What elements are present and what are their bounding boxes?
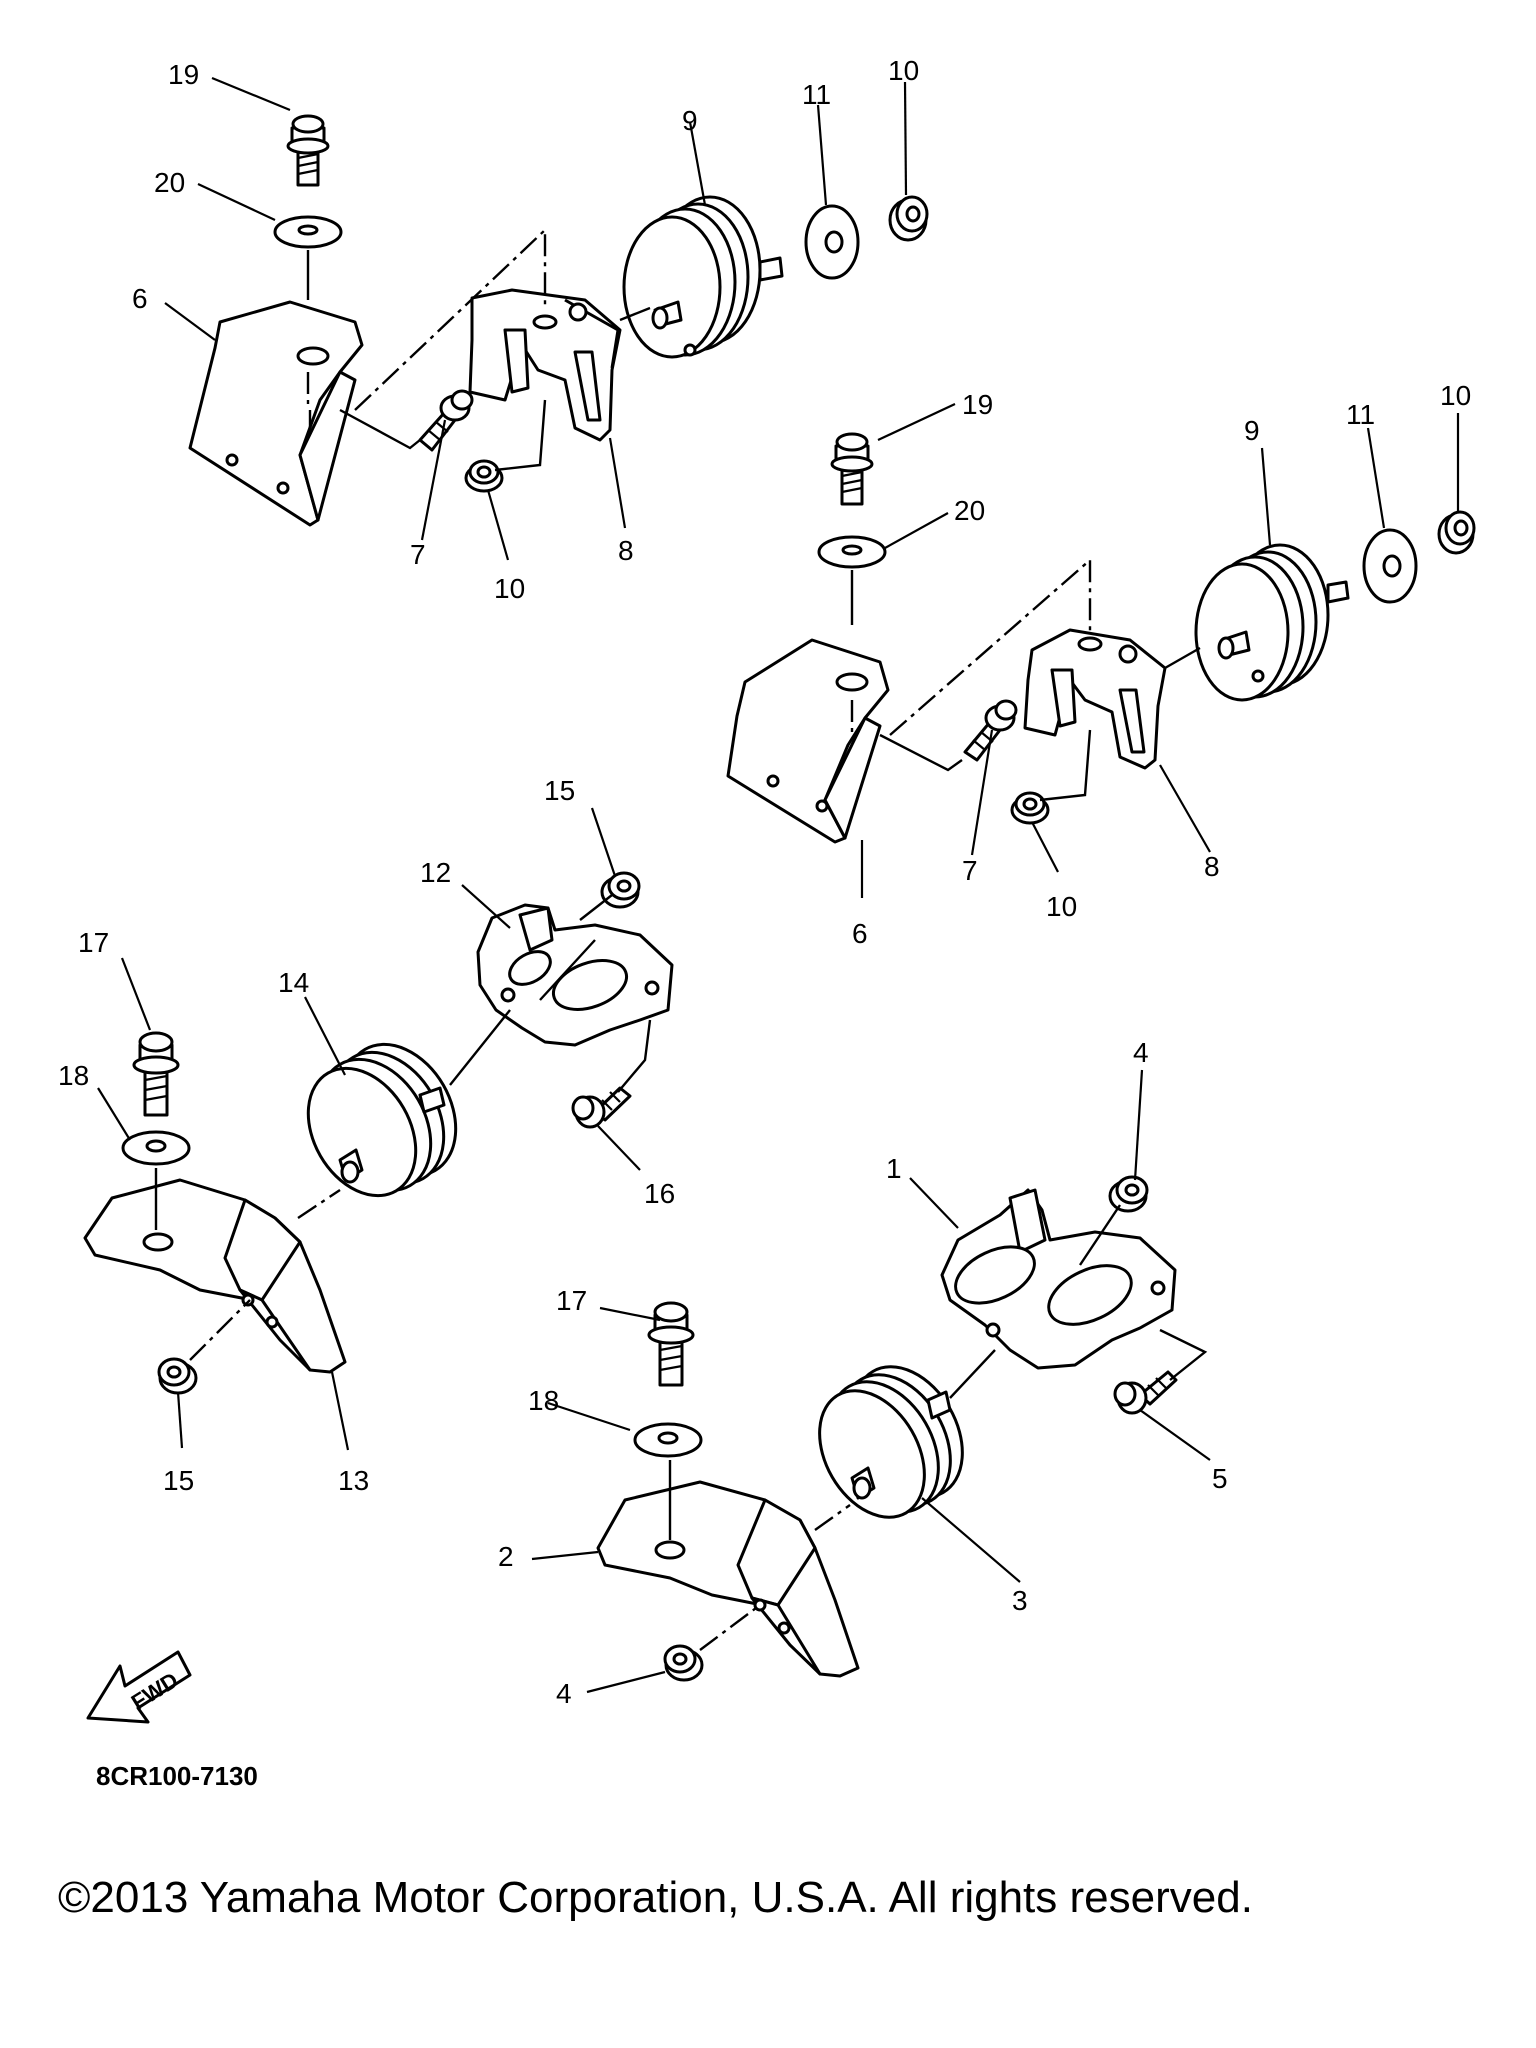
callout-10-upper-left-b: 10 [494, 573, 525, 604]
flange-bolt-17-right [647, 1301, 695, 1387]
callout-13: 13 [338, 1465, 369, 1496]
callout-4-lower-right-a: 4 [1133, 1037, 1149, 1068]
callout-19-upper-right: 19 [962, 389, 993, 420]
callout-14: 14 [278, 967, 309, 998]
copyright-notice: ©2013 Yamaha Motor Corporation, U.S.A. A… [58, 1873, 1253, 1922]
callout-17-left: 17 [78, 927, 109, 958]
flange-nut-10-lower [464, 459, 504, 493]
callout-11-upper-left: 11 [802, 79, 831, 110]
rubber-mount-14 [306, 1042, 458, 1198]
callout-8-upper-left: 8 [618, 535, 634, 566]
drawing-code: 8CR100-7130 [96, 1761, 258, 1791]
callout-9-upper-left: 9 [682, 105, 698, 136]
callout-5: 5 [1212, 1463, 1228, 1494]
flange-nut-10-right-upper [1437, 510, 1476, 555]
callout-6-upper-right: 6 [852, 918, 868, 949]
bracket-12 [476, 903, 674, 1047]
bracket-2 [596, 1480, 860, 1678]
rubber-mount-9 [622, 195, 784, 359]
leader-lines [97, 76, 1460, 1694]
washer-18 [121, 1130, 191, 1166]
flange-nut-15-upper [600, 871, 641, 909]
callout-15-left-middle-b: 15 [163, 1465, 194, 1496]
flange-bolt-17 [132, 1031, 180, 1117]
callout-labels: 19 20 6 9 11 10 7 10 8 19 20 9 11 10 7 1… [58, 55, 1471, 1709]
callout-11-upper-right: 11 [1346, 399, 1375, 430]
callout-15-left-middle-a: 15 [544, 775, 575, 806]
flange-nut-10-right-lower [1010, 791, 1050, 825]
bracket-1 [940, 1188, 1177, 1370]
flange-bolt-19-right [830, 432, 874, 506]
bracket-8-right [1023, 628, 1167, 770]
callout-20-upper-left: 20 [154, 167, 185, 198]
callout-18-left: 18 [58, 1060, 89, 1091]
washer-11 [804, 204, 860, 280]
bracket-8 [468, 288, 622, 442]
forward-direction-arrow: FWD [86, 1650, 192, 1724]
flange-bolt-5 [1113, 1370, 1178, 1415]
callout-12: 12 [420, 857, 451, 888]
callout-6-upper-left: 6 [132, 283, 148, 314]
callout-10-upper-right-b: 10 [1046, 891, 1077, 922]
flange-bolt-7 [418, 389, 474, 452]
washer-20 [273, 215, 343, 249]
callout-1: 1 [886, 1153, 902, 1184]
flange-nut-15-lower [157, 1357, 198, 1395]
mount-assembly-upper-left [188, 114, 929, 527]
flange-nut-4-lower [663, 1644, 704, 1682]
washer-11-right [1362, 528, 1418, 604]
callout-2: 2 [498, 1541, 514, 1572]
mount-assembly-lower-right [596, 1175, 1208, 1682]
mount-assembly-left-middle [83, 871, 674, 1395]
callout-7-upper-right: 7 [962, 855, 978, 886]
callout-7-upper-left: 7 [410, 539, 426, 570]
callout-10-upper-right-a: 10 [1440, 380, 1471, 411]
bracket-6-right [726, 638, 890, 844]
rubber-mount-3 [818, 1365, 964, 1519]
callout-10-upper-left-a: 10 [888, 55, 919, 86]
mount-assembly-upper-right [726, 432, 1476, 844]
callout-4-lower-right-b: 4 [556, 1678, 572, 1709]
callout-19-upper-left: 19 [168, 59, 199, 90]
flange-bolt-16 [571, 1086, 632, 1129]
callout-9-upper-right: 9 [1244, 415, 1260, 446]
washer-18-right [633, 1422, 703, 1458]
rubber-mount-9-right [1194, 543, 1350, 702]
bracket-6 [188, 300, 364, 527]
callout-18-lower-right: 18 [528, 1385, 559, 1416]
washer-20-right [817, 535, 887, 569]
flange-bolt-7-right [963, 699, 1018, 762]
callout-3: 3 [1012, 1585, 1028, 1616]
flange-nut-4-upper [1108, 1175, 1149, 1213]
flange-bolt-19 [286, 114, 330, 187]
flange-nut-10-upper [888, 195, 929, 242]
callout-8-upper-right: 8 [1204, 851, 1220, 882]
callout-16: 16 [644, 1178, 675, 1209]
callout-20-upper-right: 20 [954, 495, 985, 526]
callout-17-lower-right: 17 [556, 1285, 587, 1316]
bracket-13 [83, 1178, 347, 1374]
